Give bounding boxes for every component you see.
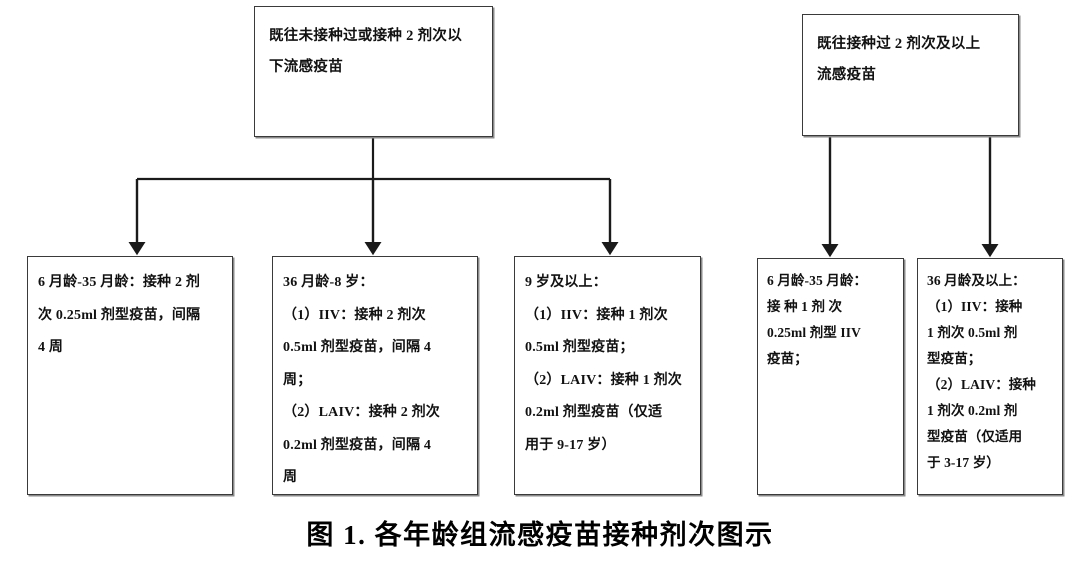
box-age-6m-35m-single-dose: 6 月龄-35 月龄： 接 种 1 剂 次 0.25ml 剂型 IIV 疫苗；: [757, 258, 904, 495]
right-branch-connectors: [821, 136, 999, 258]
figure-caption: 图 1. 各年龄组流感疫苗接种剂次图示: [306, 520, 774, 550]
box-previously-vaccinated-2-doses-or-more: 既往接种过 2 剂次及以上 流感疫苗: [802, 14, 1019, 136]
box-text: 36 月龄及以上： （1）IIV：接种 1 剂次 0.5ml 剂 型疫苗； （2…: [927, 273, 1037, 470]
box-age-6m-35m: 6 月龄-35 月龄：接种 2 剂 次 0.25ml 剂型疫苗，间隔 4 周: [27, 256, 233, 495]
left-branch-connectors: [128, 137, 619, 256]
box-previously-unvaccinated-or-under-2-doses: 既往未接种过或接种 2 剂次以 下流感疫苗: [254, 6, 493, 137]
box-text: 6 月龄-35 月龄：接种 2 剂 次 0.25ml 剂型疫苗，间隔 4 周: [38, 275, 201, 355]
box-age-36m-8y: 36 月龄-8 岁： （1）IIV：接种 2 剂次 0.5ml 剂型疫苗，间隔 …: [272, 256, 478, 495]
box-text: 既往接种过 2 剂次及以上 流感疫苗: [817, 36, 981, 83]
box-text: 既往未接种过或接种 2 剂次以 下流感疫苗: [269, 28, 462, 75]
box-age-36m-and-above: 36 月龄及以上： （1）IIV：接种 1 剂次 0.5ml 剂 型疫苗； （2…: [917, 258, 1063, 495]
box-text: 6 月龄-35 月龄： 接 种 1 剂 次 0.25ml 剂型 IIV 疫苗；: [767, 273, 868, 366]
box-text: 9 岁及以上： （1）IIV：接种 1 剂次 0.5ml 剂型疫苗； （2）LA…: [525, 275, 683, 453]
box-age-9y-and-above: 9 岁及以上： （1）IIV：接种 1 剂次 0.5ml 剂型疫苗； （2）LA…: [514, 256, 701, 495]
box-text: 36 月龄-8 岁： （1）IIV：接种 2 剂次 0.5ml 剂型疫苗，间隔 …: [283, 275, 441, 485]
